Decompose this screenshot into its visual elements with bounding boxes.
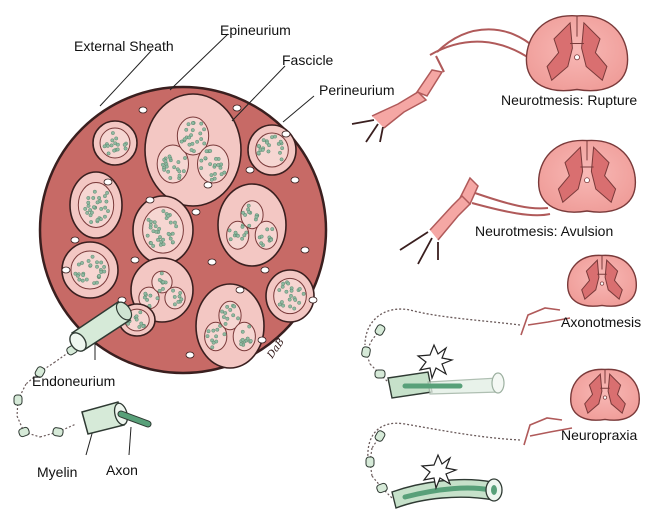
- label-external-sheath: External Sheath: [74, 38, 174, 54]
- fascicle: [69, 171, 123, 239]
- label-rupture: Neurotmesis: Rupture: [501, 92, 638, 108]
- fascicle: [92, 120, 138, 166]
- fat-cell: [260, 266, 270, 274]
- fat-cell: [138, 106, 148, 114]
- injury-avulsion: [399, 139, 637, 265]
- fat-cell: [207, 258, 217, 266]
- myelin-chain: [13, 344, 78, 438]
- leader-epineurium: [169, 33, 229, 91]
- myelin-bead: [376, 482, 388, 494]
- myelin-bead: [374, 369, 386, 379]
- axon-core: [118, 411, 151, 427]
- fat-cell: [145, 196, 155, 204]
- nerve-fiber-detail: [13, 300, 152, 438]
- fascicle-group: [61, 93, 315, 369]
- fascicle: [265, 269, 315, 323]
- label-fascicle: Fascicle: [282, 52, 334, 68]
- label-avulsion: Neurotmesis: Avulsion: [475, 223, 614, 239]
- fat-cell: [281, 130, 291, 138]
- fascicle: [118, 303, 156, 337]
- myelin-bead: [18, 426, 30, 438]
- myelin-bead: [52, 427, 64, 437]
- fat-cell: [308, 296, 318, 304]
- myelin-bead: [34, 366, 46, 378]
- label-endoneurium: Endoneurium: [32, 373, 116, 389]
- spinal-cord-section: [569, 368, 641, 421]
- fascicle: [217, 183, 287, 267]
- fat-cell: [70, 236, 80, 244]
- fascicle: [247, 124, 297, 176]
- fat-cell: [300, 246, 310, 254]
- injury-axonotmesis: [361, 254, 638, 399]
- label-epineurium: Epineurium: [220, 22, 291, 38]
- fat-cell: [103, 178, 113, 186]
- myelin-bead: [13, 394, 23, 406]
- label-axonotmesis: Axonotmesis: [561, 314, 642, 330]
- fat-cell: [257, 336, 267, 344]
- fascicle: [61, 241, 119, 299]
- leader-axon: [128, 426, 132, 456]
- label-neuropraxia: Neuropraxia: [561, 427, 638, 443]
- nerve-cross-section: [38, 85, 328, 375]
- fat-cell: [191, 208, 201, 216]
- myelin-bead: [365, 456, 375, 468]
- injury-neuropraxia: [365, 368, 641, 509]
- myelin-bead: [374, 430, 386, 442]
- injury-burst-icon: [416, 343, 455, 381]
- spinal-cord-section: [525, 15, 629, 92]
- myelin-bead: [374, 324, 386, 336]
- fascicle: [195, 283, 265, 369]
- label-myelin: Myelin: [37, 464, 78, 480]
- fascicle: [132, 195, 194, 265]
- fat-cell: [245, 166, 255, 174]
- leader-fascicle: [231, 65, 286, 122]
- leader-external-sheath: [99, 50, 152, 107]
- label-perineurium: Perineurium: [319, 82, 395, 98]
- spinal-cord-section: [566, 254, 638, 307]
- endoneurium-tube-end: [69, 332, 87, 352]
- fat-cell: [185, 351, 195, 359]
- fat-cell: [235, 286, 245, 294]
- fat-cell: [130, 256, 140, 264]
- fascicle: [144, 93, 242, 207]
- fat-cell-group: [61, 104, 318, 359]
- injury-rupture: [351, 15, 629, 143]
- label-axon: Axon: [106, 462, 138, 478]
- fat-cell: [61, 266, 71, 274]
- injury-burst-icon: [420, 453, 459, 491]
- fat-cell: [290, 176, 300, 184]
- fat-cell: [203, 181, 213, 189]
- myelin-bead: [361, 346, 371, 358]
- fat-cell: [232, 104, 242, 112]
- leader-perineurium: [282, 95, 315, 123]
- spinal-cord-section: [537, 139, 637, 213]
